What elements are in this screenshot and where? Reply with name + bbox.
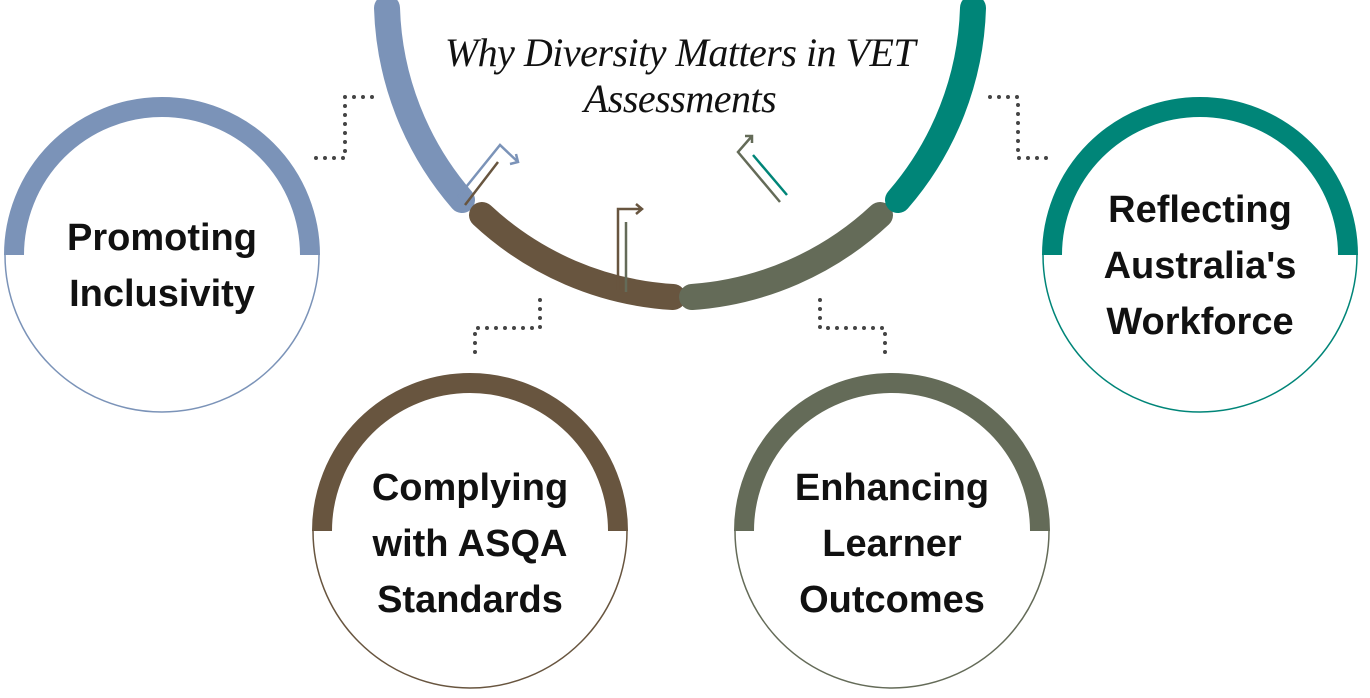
connector-inclusivity (313, 95, 374, 160)
arc-segment-workforce (885, 0, 986, 213)
arrow-icon (457, 143, 520, 198)
label-promoting-inclusivity: Promoting Inclusivity (67, 217, 257, 315)
connector-learner (818, 298, 887, 358)
arrow-icon (464, 161, 499, 206)
circle-learner (734, 373, 1050, 689)
arrow-icon (736, 134, 781, 203)
connector-asqa (473, 298, 542, 358)
arrow-icon (616, 203, 644, 290)
circle-asqa (312, 373, 628, 689)
connector-workforce (988, 95, 1049, 160)
label-reflecting-workforce: Reflecting Australia's Workforce (1103, 189, 1297, 343)
circle-inclusivity (4, 97, 320, 413)
arrow-icon (752, 154, 788, 196)
arc-segment-learner (679, 202, 893, 310)
circle-workforce (1042, 97, 1358, 413)
arc-segment-asqa (469, 202, 686, 310)
diagram-title: Why Diversity Matters in VET Assessments (444, 30, 916, 121)
label-complying-asqa: Complying with ASQA Standards (371, 467, 569, 621)
arc-segment-inclusivity (374, 0, 475, 213)
label-enhancing-learner-outcomes: Enhancing Learner Outcomes (794, 467, 990, 621)
